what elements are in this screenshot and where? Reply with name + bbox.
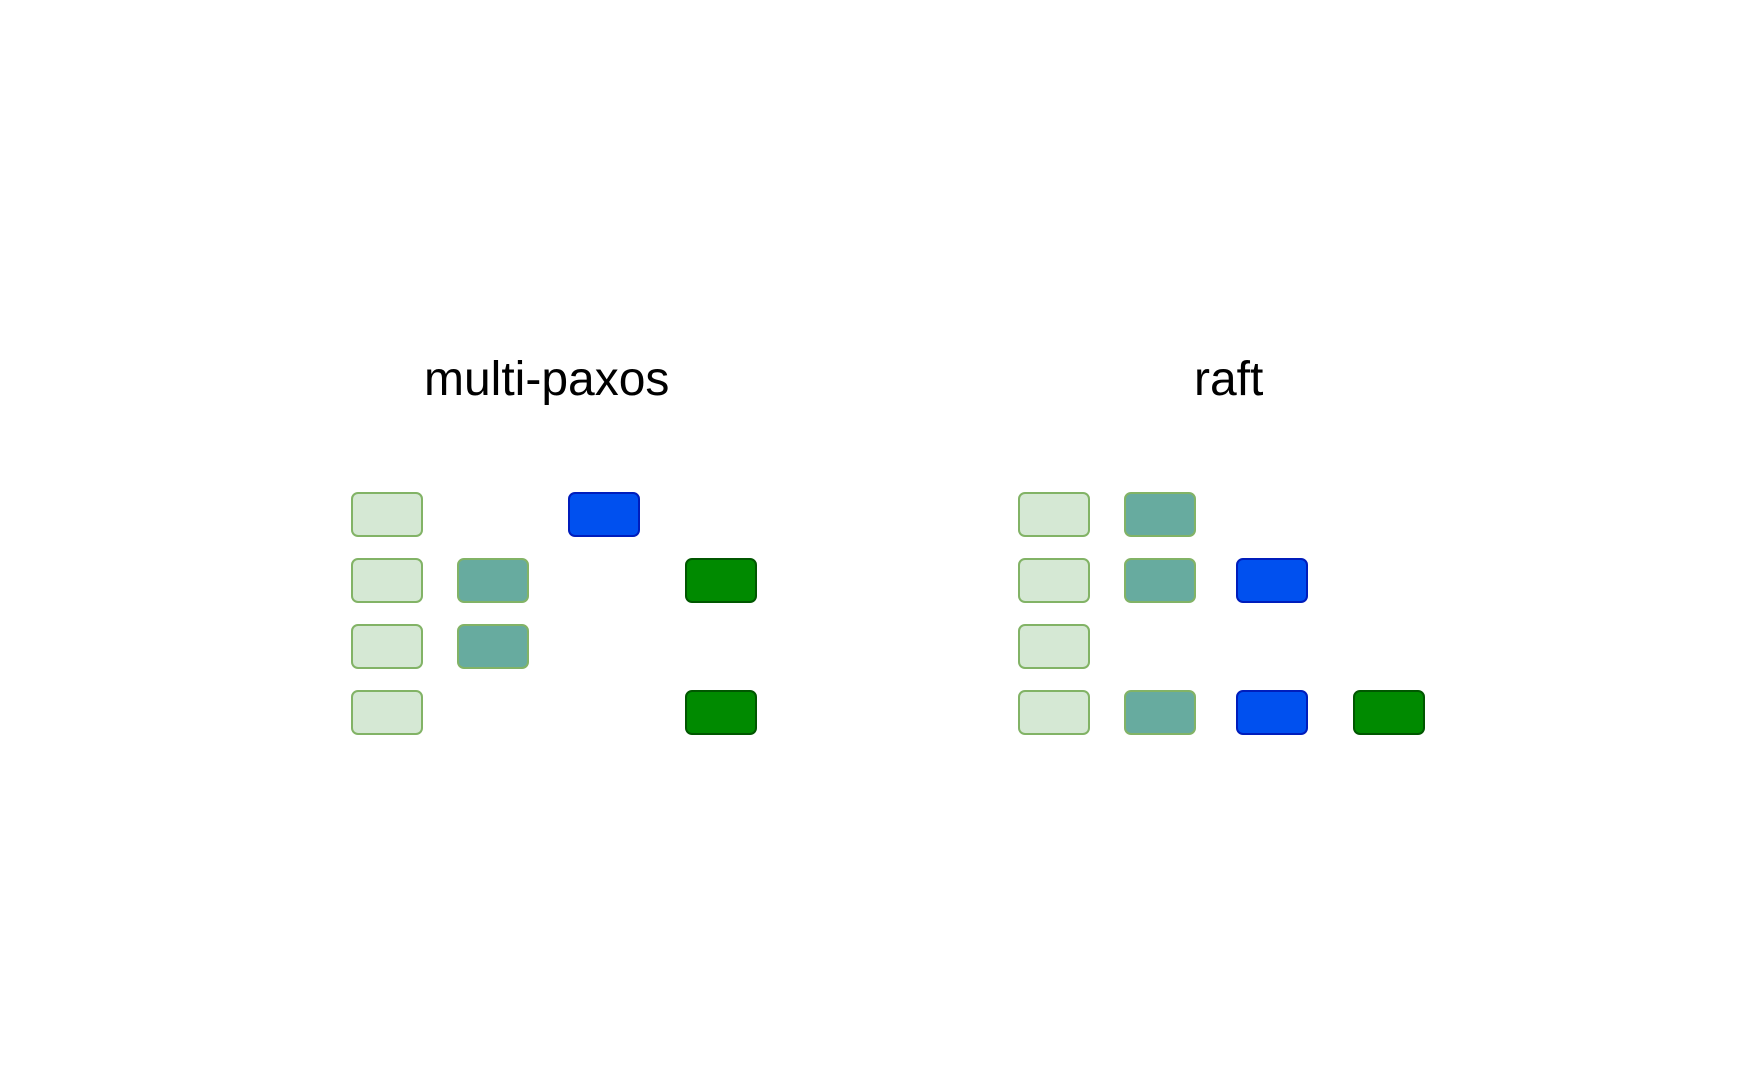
log-entry-light-r4-c1 <box>1018 690 1090 735</box>
log-entry-green-r2-c4 <box>685 558 757 603</box>
log-entry-light-r1-c1 <box>351 492 423 537</box>
log-entry-light-r2-c1 <box>1018 558 1090 603</box>
log-entry-light-r3-c1 <box>1018 624 1090 669</box>
log-entry-blue-r2-c3 <box>1236 558 1308 603</box>
raft-title: raft <box>1194 353 1264 406</box>
log-entry-light-r4-c1 <box>351 690 423 735</box>
log-entry-teal-r2-c2 <box>1124 558 1196 603</box>
log-entry-green-r4-c4 <box>685 690 757 735</box>
log-entry-teal-r4-c2 <box>1124 690 1196 735</box>
log-entry-light-r2-c1 <box>351 558 423 603</box>
log-entry-blue-r1-c3 <box>568 492 640 537</box>
log-entry-green-r4-c4 <box>1353 690 1425 735</box>
log-entry-teal-r1-c2 <box>1124 492 1196 537</box>
log-entry-blue-r4-c3 <box>1236 690 1308 735</box>
log-entry-light-r1-c1 <box>1018 492 1090 537</box>
log-entry-teal-r2-c2 <box>457 558 529 603</box>
log-entry-teal-r3-c2 <box>457 624 529 669</box>
log-entry-light-r3-c1 <box>351 624 423 669</box>
multi-paxos-title: multi-paxos <box>424 353 670 406</box>
